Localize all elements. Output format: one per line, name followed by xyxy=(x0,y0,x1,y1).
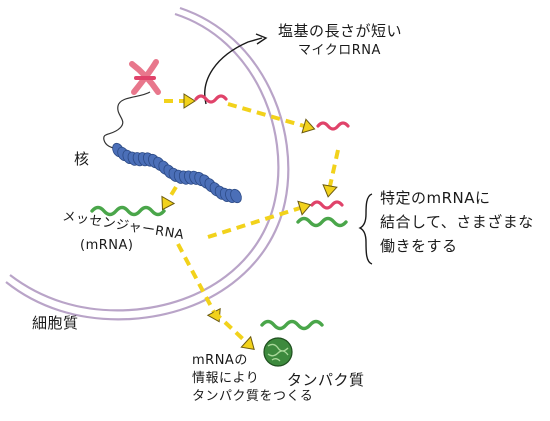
microrna-label: 塩基の長さが短い マイクロRNA xyxy=(278,22,402,60)
dna-strand xyxy=(103,91,151,151)
process-arrows xyxy=(161,93,340,350)
mrna-abbr-label: (mRNA) xyxy=(80,238,134,253)
function-label-line1: 特定のmRNAに xyxy=(380,189,491,207)
chromosome xyxy=(129,59,161,95)
arrowhead-icon xyxy=(183,93,196,109)
arrowhead-icon xyxy=(255,33,268,45)
arrowhead-icon xyxy=(297,200,312,216)
dna-bead xyxy=(230,188,242,204)
protein-blob xyxy=(263,337,293,367)
nuclear-membrane xyxy=(5,6,290,321)
microrna-bound xyxy=(310,200,344,210)
nucleus-label: 核 xyxy=(74,150,90,168)
mrna-nucleus xyxy=(90,205,166,217)
dashed-arrow xyxy=(176,243,216,313)
dashed-arrow xyxy=(212,310,246,342)
mrna-cytoplasm xyxy=(260,319,324,331)
mrna-info-line3: タンパク質をつくる xyxy=(192,389,314,404)
microrna-processed xyxy=(316,121,350,131)
cytoplasm-label: 細胞質 xyxy=(32,314,79,332)
mrna-info-line1: mRNAの xyxy=(192,353,248,368)
function-label: 特定のmRNAに 結合して、さまざまな 働きをする xyxy=(380,186,534,258)
dna-double-helix xyxy=(112,142,242,204)
bracket xyxy=(358,193,373,265)
microrna-label-line2: マイクロRNA xyxy=(298,43,381,58)
mrna-target xyxy=(296,216,348,228)
function-label-line2: 結合して、さまざまな xyxy=(380,213,534,231)
dashed-arrow xyxy=(166,185,178,202)
function-label-line3: 働きをする xyxy=(380,237,458,255)
mrna-info-line2: 情報により xyxy=(192,371,260,386)
microrna-precursor xyxy=(194,94,228,104)
dashed-arrow xyxy=(328,149,340,187)
microrna-label-line1: 塩基の長さが短い xyxy=(278,22,403,40)
arrowhead-icon xyxy=(240,335,255,350)
dashed-arrow xyxy=(227,102,305,128)
arrowhead-icon xyxy=(301,118,316,134)
arrowhead-icon xyxy=(322,184,338,198)
mrna-info-label: mRNAの 情報により タンパク質をつくる xyxy=(192,352,313,406)
label-pointer-arrow xyxy=(204,37,263,105)
dashed-arrow xyxy=(207,206,301,239)
arrowhead-icon xyxy=(161,195,176,211)
protein-label: タンパク質 xyxy=(287,371,365,389)
